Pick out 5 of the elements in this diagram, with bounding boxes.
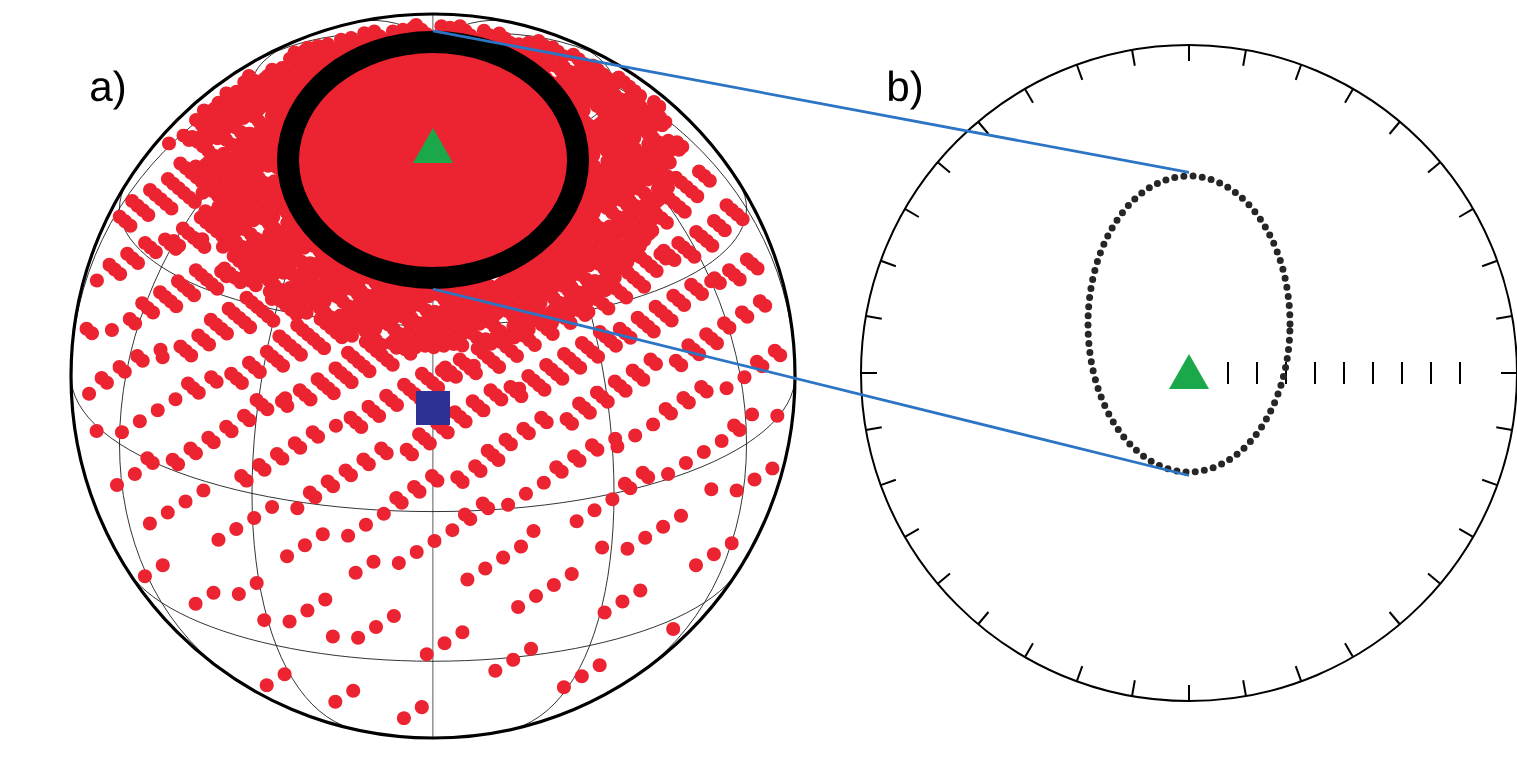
dotted-ellipse (1084, 172, 1294, 476)
connector-line (432, 287, 1190, 477)
panel-label: b) (889, 70, 922, 110)
panel-label: a) (91, 70, 125, 110)
connector-line (432, 29, 1190, 174)
